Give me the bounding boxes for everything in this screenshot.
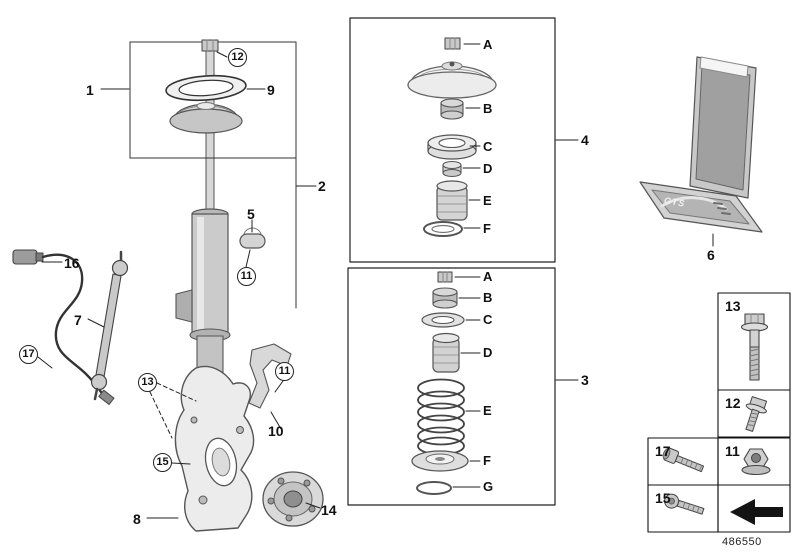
direction-arrow-icon [730, 499, 783, 525]
panel-top-frame [349, 17, 556, 263]
kit3-coil-spring [417, 378, 465, 456]
kit4-bushing [442, 160, 462, 178]
callout-10[interactable]: 10 [268, 423, 284, 439]
parts-case [639, 56, 763, 233]
kit4-bump-stop [436, 180, 468, 221]
kit3-spacer-sleeve [432, 287, 458, 309]
bolt-12 [745, 396, 768, 432]
callout-6[interactable]: 6 [707, 247, 715, 263]
letter-leader-lines [452, 43, 481, 488]
callout-9[interactable]: 9 [267, 82, 275, 98]
callout-7[interactable]: 7 [74, 312, 82, 328]
kit4-nut [444, 37, 461, 50]
panel-bottom-frame [347, 267, 556, 506]
kit3-spring-seat [411, 450, 469, 472]
rod-nut [201, 39, 219, 52]
grid-label-13[interactable]: 13 [725, 298, 741, 314]
fastener-grid-frames [647, 292, 791, 533]
flange-nut-11 [741, 448, 771, 476]
steering-knuckle [174, 365, 255, 532]
ref-letter-bot-e: E [483, 403, 492, 418]
callout-3[interactable]: 3 [581, 372, 589, 388]
kit3-nut [437, 271, 453, 283]
callout-4[interactable]: 4 [581, 132, 589, 148]
kit4-support-bearing-dome [407, 61, 497, 99]
kit4-ring [423, 221, 463, 237]
cable-bracket [248, 343, 292, 409]
callout-11-circled-bracket[interactable]: 11 [275, 362, 294, 381]
callout-15-circled[interactable]: 15 [153, 453, 172, 472]
ref-letter-bot-c: C [483, 312, 493, 327]
ref-letter-bot-d: D [483, 345, 493, 360]
spring-pad-clamp [239, 227, 266, 249]
ref-letter-bot-b: B [483, 290, 493, 305]
grid-label-12[interactable]: 12 [725, 395, 741, 411]
callout-11-circled-strut[interactable]: 11 [237, 267, 256, 286]
callout-16[interactable]: 16 [64, 255, 80, 271]
upper-spring-seat [169, 102, 243, 134]
bolt-13 [740, 313, 769, 381]
gasket-ring [165, 74, 247, 102]
dashed-leader-lines [149, 382, 197, 439]
ref-letter-top-e: E [483, 193, 492, 208]
ref-letter-top-c: C [483, 139, 493, 154]
grid-label-11[interactable]: 11 [725, 443, 740, 459]
kit3-seal-ring [416, 481, 452, 495]
ref-letter-top-d: D [483, 161, 493, 176]
kit4-bearing-ring [427, 134, 477, 160]
callout-13-circled[interactable]: 13 [138, 373, 157, 392]
callout-17-circled[interactable]: 17 [19, 345, 38, 364]
callout-12-circled[interactable]: 12 [228, 48, 247, 67]
kit4-spacer-sleeve [440, 98, 464, 120]
callout-8[interactable]: 8 [133, 511, 141, 527]
wheel-hub-bearing [262, 471, 324, 527]
screw-17 [662, 447, 705, 473]
callout-5[interactable]: 5 [247, 206, 255, 222]
stabilizer-link [90, 250, 129, 401]
callout-2[interactable]: 2 [318, 178, 326, 194]
ref-letter-top-b: B [483, 101, 493, 116]
ref-letter-bot-a: A [483, 269, 493, 284]
kit3-bump-stop [432, 332, 460, 373]
ref-letter-top-f: F [483, 221, 491, 236]
screw-15 [664, 493, 705, 515]
kit3-ring [421, 312, 465, 328]
drawing-number: 486550 [722, 536, 762, 548]
ref-letter-top-a: A [483, 37, 493, 52]
callout-1[interactable]: 1 [86, 82, 94, 98]
ref-letter-bot-g: G [483, 479, 494, 494]
leader-lines [37, 51, 714, 519]
grid-label-15[interactable]: 15 [655, 490, 671, 506]
grid-label-17[interactable]: 17 [655, 443, 671, 459]
callout-14[interactable]: 14 [321, 502, 337, 518]
ref-letter-bot-f: F [483, 453, 491, 468]
